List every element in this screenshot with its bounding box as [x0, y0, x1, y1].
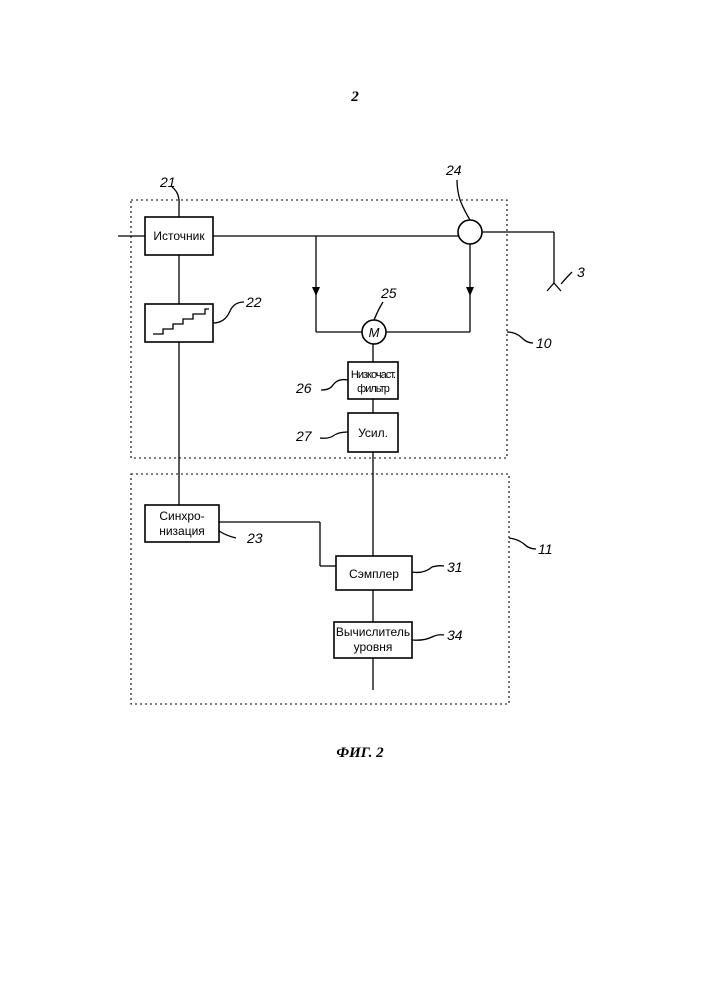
- sync-label-line1: Синхро-: [159, 509, 204, 523]
- lowpass-label-line1: Низкочаст.: [351, 369, 396, 381]
- mixer-symbol: M: [369, 325, 380, 340]
- figure-caption: ФИГ. 2: [336, 745, 384, 761]
- arrow-left-branch: [312, 287, 320, 296]
- sync-label-line2: низация: [159, 524, 205, 538]
- ref-mixer: 25: [380, 285, 397, 301]
- ref-group-top: 10: [536, 335, 552, 351]
- level-label-line2: уровня: [354, 640, 393, 654]
- ref-sampler: 31: [447, 559, 463, 575]
- ref-amplifier: 27: [295, 428, 313, 444]
- sampler-label: Сэмплер: [349, 567, 399, 581]
- antenna-icon: [547, 283, 561, 291]
- ref-level: 34: [447, 627, 463, 643]
- ref-antenna: 3: [577, 264, 585, 280]
- ref-group-bottom: 11: [538, 541, 553, 557]
- ref-source: 21: [159, 174, 176, 190]
- ref-sync: 23: [246, 530, 263, 546]
- ref-lowpass: 26: [295, 380, 312, 396]
- level-label-line1: Вычислитель: [336, 625, 410, 639]
- ref-staircase: 22: [245, 294, 262, 310]
- arrow-right-branch: [466, 287, 474, 296]
- ref-coupler: 24: [445, 162, 462, 178]
- source-label: Источник: [153, 229, 205, 243]
- page-number: 2: [350, 89, 359, 105]
- amplifier-label: Усил.: [358, 426, 388, 440]
- coupler-icon: [458, 220, 482, 244]
- lowpass-label-line2: фильтр: [357, 383, 390, 395]
- staircase-generator-block: [145, 304, 213, 342]
